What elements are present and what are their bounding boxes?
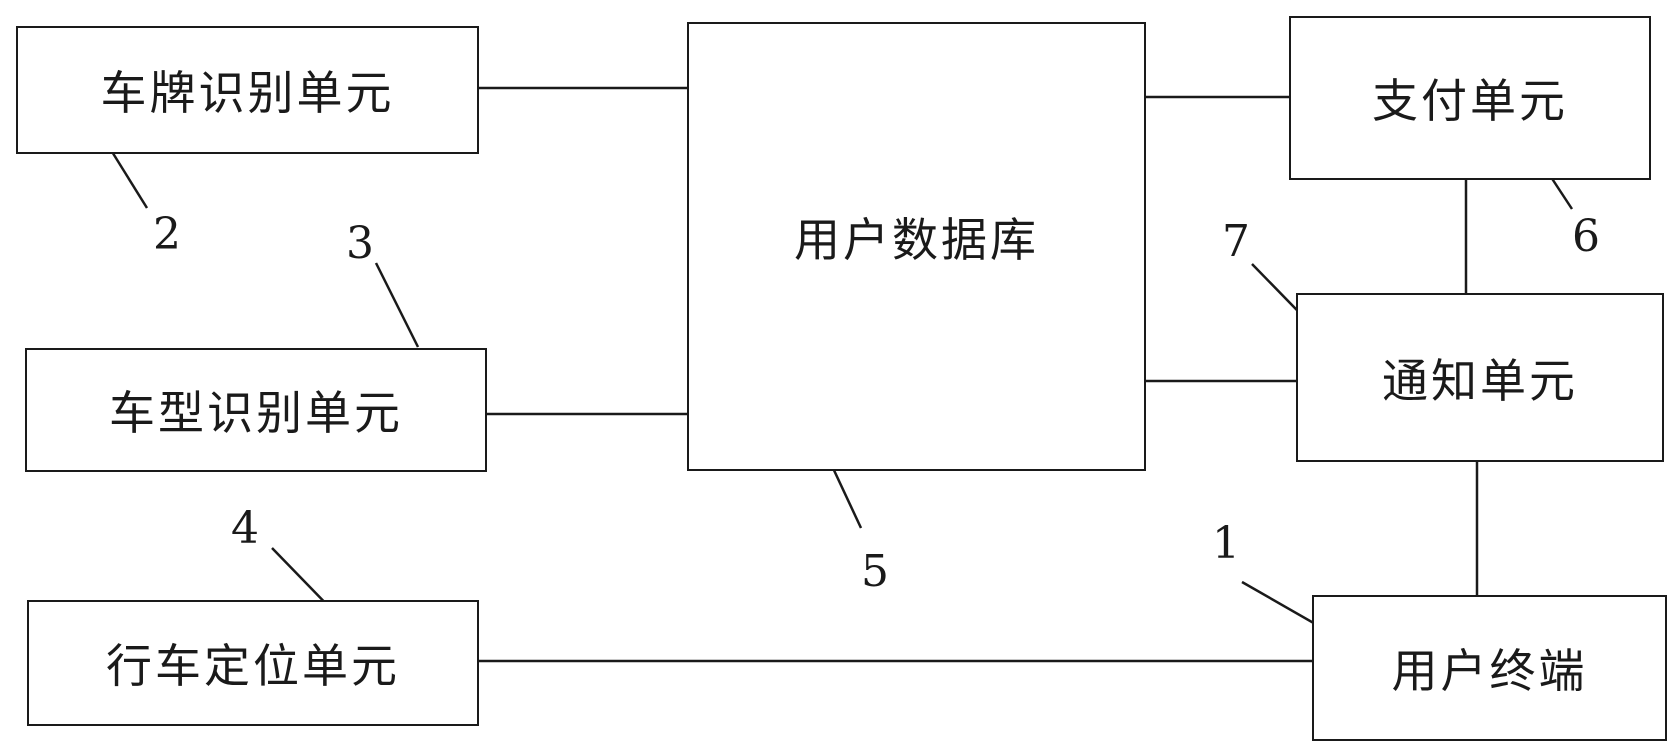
vehicle-positioning-unit: 行车定位单元 (27, 600, 479, 726)
vehicle-type-recognition-label: 车型识别单元 (109, 386, 403, 440)
notification-unit: 通知单元 (1296, 293, 1664, 462)
reference-numeral-7: 7 (1222, 216, 1250, 267)
notification-label: 通知单元 (1382, 353, 1578, 408)
vehicle-type-recognition-unit: 车型识别单元 (25, 348, 487, 472)
payment-label: 支付单元 (1372, 74, 1568, 128)
user-terminal: 用户终端 (1312, 595, 1667, 741)
reference-numeral-3: 3 (346, 218, 374, 269)
reference-numeral-5: 5 (861, 546, 889, 597)
user-database: 用户数据库 (687, 22, 1146, 471)
user-terminal-label: 用户终端 (1391, 644, 1588, 698)
leader-3 (374, 262, 420, 348)
vehicle-positioning-label: 行车定位单元 (106, 639, 400, 693)
reference-numeral-4: 4 (231, 503, 259, 554)
payment-unit: 支付单元 (1289, 16, 1651, 180)
user-database-label: 用户数据库 (794, 213, 1039, 267)
plate-recognition-label: 车牌识别单元 (100, 66, 395, 120)
reference-numeral-2: 2 (153, 209, 181, 260)
plate-recognition-unit: 车牌识别单元 (16, 26, 479, 154)
reference-numeral-1: 1 (1212, 518, 1240, 569)
reference-numeral-6: 6 (1572, 211, 1600, 262)
